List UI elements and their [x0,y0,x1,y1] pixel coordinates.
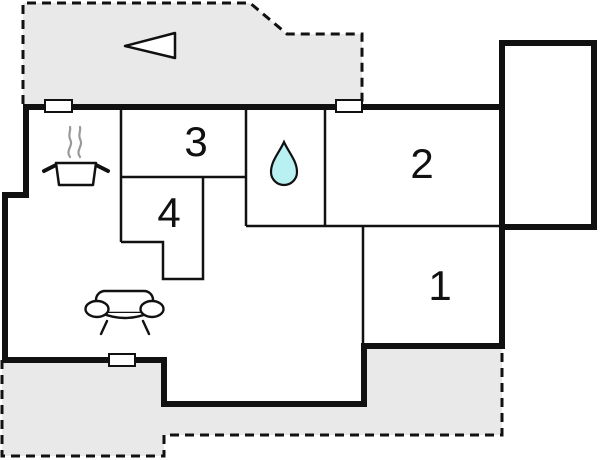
pot-handle-left [42,163,58,173]
terrace-top-dashed-border [21,1,364,104]
room-label-1: 1 [428,262,451,309]
room4-step-wall [121,177,205,281]
terrace-bottom-dashed-border [0,346,504,458]
sofa-armrest-right [139,299,165,319]
cooking-pot-icon [42,125,110,187]
left-arrow-icon [123,31,177,60]
room-label-4: 4 [157,189,180,236]
window-top-left [44,99,73,113]
room-label-3: 3 [184,118,207,165]
window-bottom [108,353,136,367]
terrace-top [21,1,364,104]
steam-line-left [67,125,73,159]
terrace-bottom [0,346,504,458]
pot-handle-right [94,163,110,173]
sofa-armrest-left [84,299,110,319]
sofa-icon [84,289,165,336]
interior-walls [119,107,502,346]
annex-outline [499,40,597,230]
water-drop-icon [269,139,299,187]
terrace-top-fill [23,3,362,104]
sofa-leg-right [141,319,151,336]
room-label-2: 2 [410,140,433,187]
steam-line-right [77,125,83,159]
sofa-leg-left [99,319,109,336]
pot-body [54,161,98,187]
window-top-right [335,99,363,113]
house-exterior-wall [2,104,505,407]
terrace-bottom-fill [2,346,502,456]
